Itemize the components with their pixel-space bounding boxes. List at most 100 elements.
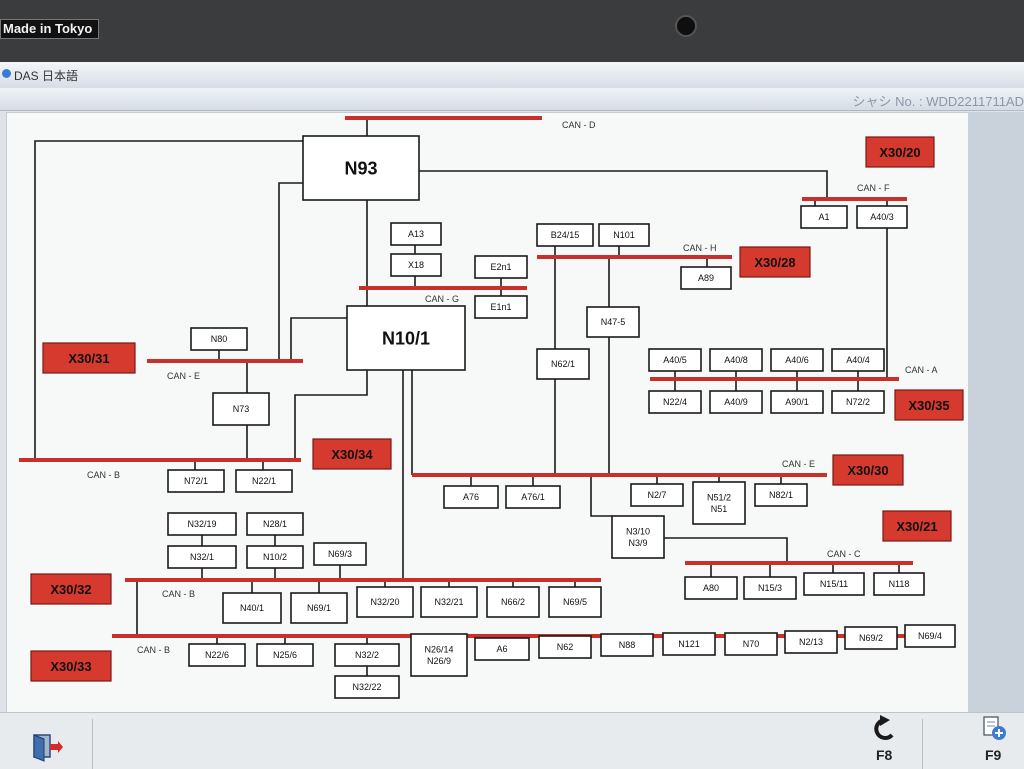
module-n73[interactable]: N73 (212, 392, 270, 426)
connector-text: X30/35 (908, 398, 949, 413)
module-label: A76 (463, 492, 479, 502)
module-a76-1[interactable]: A76/1 (505, 485, 561, 509)
module-label: N51/2 (707, 493, 731, 503)
connector-label[interactable]: X30/33 (30, 650, 112, 682)
connector-text: X30/30 (847, 463, 888, 478)
connector-text: X30/33 (50, 659, 91, 674)
connector-label[interactable]: X30/30 (832, 454, 904, 486)
module-n32-19[interactable]: N32/19 (167, 512, 237, 536)
module-n32-20[interactable]: N32/20 (356, 586, 414, 618)
f9-document-button[interactable]: F9 (972, 713, 1018, 769)
module-box (803, 572, 865, 596)
module-a40-6[interactable]: A40/6 (770, 348, 824, 372)
bus-can-c: CAN - C (685, 549, 913, 565)
module-a13[interactable]: A13 (390, 222, 442, 246)
f8-back-button[interactable]: F8 (862, 713, 908, 769)
module-n32-21[interactable]: N32/21 (420, 586, 478, 618)
connector-box (894, 389, 964, 421)
module-box (692, 481, 746, 525)
info-bar: シャシ No. : WDD2211711AD (0, 88, 1024, 111)
module-n22-6[interactable]: N22/6 (188, 643, 246, 667)
exit-button[interactable] (30, 729, 64, 763)
connector-label[interactable]: X30/21 (882, 510, 952, 542)
module-n40-1[interactable]: N40/1 (222, 592, 282, 624)
module-n72-1[interactable]: N72/1 (167, 469, 225, 493)
module-n62[interactable]: N62 (538, 635, 592, 659)
module-label: N26/14 (424, 645, 453, 655)
module-n62-1[interactable]: N62/1 (536, 348, 590, 380)
module-n10-1[interactable]: N10/1 (346, 305, 466, 371)
module-a90-1[interactable]: A90/1 (770, 390, 824, 414)
module-e2n1[interactable]: E2n1 (474, 255, 528, 279)
module-box (709, 390, 763, 414)
module-label: N32/20 (370, 597, 399, 607)
module-n32-22[interactable]: N32/22 (334, 675, 400, 699)
module-n82-1[interactable]: N82/1 (754, 483, 808, 507)
module-n25-6[interactable]: N25/6 (256, 643, 314, 667)
connector-label[interactable]: X30/32 (30, 573, 112, 605)
module-n118[interactable]: N118 (873, 572, 925, 596)
module-n32-1[interactable]: N32/1 (167, 545, 237, 569)
module-a40-3[interactable]: A40/3 (856, 205, 908, 229)
module-a40-9[interactable]: A40/9 (709, 390, 763, 414)
connector-label[interactable]: X30/34 (312, 438, 392, 470)
module-n22-1[interactable]: N22/1 (235, 469, 293, 493)
module-n28-1[interactable]: N28/1 (246, 512, 304, 536)
module-n88[interactable]: N88 (600, 633, 654, 657)
module-a76[interactable]: A76 (443, 485, 499, 509)
module-n121[interactable]: N121 (662, 632, 716, 656)
module-a6[interactable]: A6 (474, 637, 530, 661)
module-label: A1 (818, 212, 829, 222)
module-n22-4[interactable]: N22/4 (648, 390, 702, 414)
module-a40-4[interactable]: A40/4 (831, 348, 885, 372)
module-a40-8[interactable]: A40/8 (709, 348, 763, 372)
module-a80[interactable]: A80 (684, 576, 738, 600)
module-label: N32/2 (355, 650, 379, 660)
module-n80[interactable]: N80 (190, 327, 248, 351)
connector-label[interactable]: X30/20 (865, 136, 935, 168)
module-label: N121 (678, 639, 700, 649)
module-n2-7[interactable]: N2/7 (630, 483, 684, 507)
module-label: N69/1 (307, 603, 331, 613)
module-n10-2[interactable]: N10/2 (246, 545, 304, 569)
module-a40-5[interactable]: A40/5 (648, 348, 702, 372)
module-n101[interactable]: N101 (598, 223, 650, 247)
module-label: X18 (408, 260, 424, 270)
module-n32-2[interactable]: N32/2 (334, 643, 400, 667)
module-n69-4[interactable]: N69/4 (904, 624, 956, 648)
module-n15-11[interactable]: N15/11 (803, 572, 865, 596)
module-n2-13[interactable]: N2/13 (784, 630, 838, 654)
module-n72-2[interactable]: N72/2 (831, 390, 885, 414)
module-a89[interactable]: A89 (680, 266, 732, 290)
connector-label[interactable]: X30/31 (42, 342, 136, 374)
module-a1[interactable]: A1 (800, 205, 848, 229)
module-n66-2[interactable]: N66/2 (486, 586, 540, 618)
module-box (630, 483, 684, 507)
module-label: N10/2 (263, 552, 287, 562)
module-label: N73 (233, 404, 250, 414)
module-b24-15[interactable]: B24/15 (536, 223, 594, 247)
module-n93[interactable]: N93 (302, 135, 420, 201)
connector-label[interactable]: X30/35 (894, 389, 964, 421)
bus-label: CAN - C (827, 549, 861, 559)
module-label: N32/21 (434, 597, 463, 607)
module-n69-1[interactable]: N69/1 (290, 592, 348, 624)
module-n15-3[interactable]: N15/3 (743, 576, 797, 600)
module-x18[interactable]: X18 (390, 253, 442, 277)
module-box (680, 266, 732, 290)
module-box (302, 135, 420, 201)
module-box (904, 624, 956, 648)
module-n69-3[interactable]: N69/3 (313, 542, 367, 566)
bus-label: CAN - E (782, 459, 815, 469)
connector-label[interactable]: X30/28 (739, 246, 811, 278)
module-n69-5[interactable]: N69/5 (548, 586, 602, 618)
module-n47-5[interactable]: N47-5 (586, 306, 640, 338)
module-n69-2[interactable]: N69/2 (844, 626, 898, 650)
module-n70[interactable]: N70 (724, 632, 778, 656)
undo-arrow-icon (874, 715, 894, 740)
module-e1n1[interactable]: E1n1 (474, 295, 528, 319)
bus-can-h: CAN - H (537, 243, 732, 259)
